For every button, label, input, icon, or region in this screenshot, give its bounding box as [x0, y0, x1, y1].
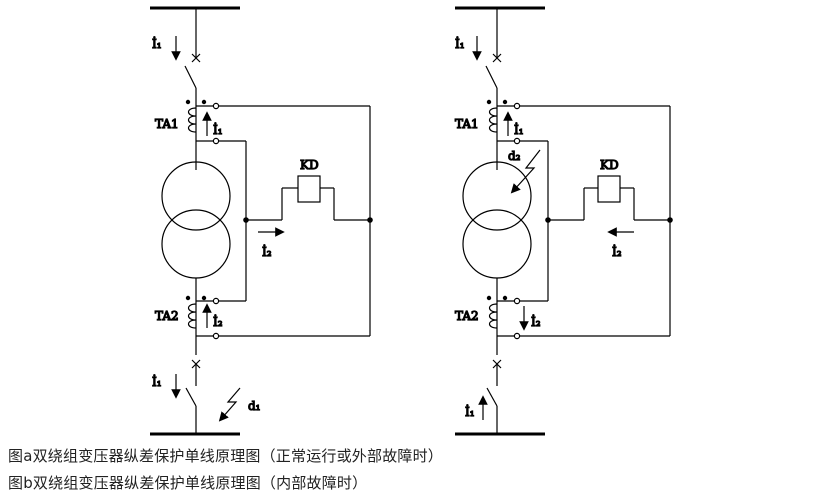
label-i1-top-a: İ₁ [152, 36, 162, 51]
differential-protection-diagram: İ₁ TA1 İ₁ KD İ₂ TA2 İ₂ İ₁ d₁ [150, 6, 673, 436]
label-i1-ta1-b: İ₁ [514, 122, 524, 137]
transformer-secondary-b [462, 209, 532, 279]
relay-kd-b [597, 175, 621, 203]
fault-d1-icon [218, 387, 241, 422]
label-i2-ta2-a: İ₂ [213, 314, 223, 329]
label-ta2-b: TA2 [455, 309, 479, 323]
caption-a: 图a双绕组变压器纵差保护单线原理图（正常运行或外部故障时） [8, 447, 443, 465]
label-i1-bottom-a: İ₁ [152, 374, 162, 389]
label-ta1-a: TA1 [155, 117, 179, 131]
switch-top [184, 65, 197, 89]
label-i2-b: İ₂ [612, 244, 622, 259]
caption-b: 图b双绕组变压器纵差保护单线原理图（内部故障时） [8, 474, 368, 492]
transformer-primary [161, 161, 231, 231]
label-d2: d₂ [508, 149, 521, 163]
fault-d2-icon [510, 149, 541, 194]
label-i1-top-b: İ₁ [455, 36, 465, 51]
label-kd-b: KD [600, 158, 619, 172]
switch-bottom [185, 387, 197, 407]
label-i2-ta2-b: İ₂ [531, 314, 541, 329]
label-i2-a: İ₂ [262, 244, 272, 259]
transformer-primary-b [462, 161, 532, 231]
label-i1-bottom-b: İ₁ [465, 404, 475, 419]
relay-kd [297, 175, 321, 203]
label-ta1-b: TA1 [455, 117, 479, 131]
diagram-a [150, 6, 373, 436]
label-d1: d₁ [248, 399, 261, 413]
label-ta2-a: TA2 [155, 309, 179, 323]
breaker-mark-top [191, 53, 201, 63]
ta1-coil [187, 107, 197, 133]
label-i1-ta1-a: İ₁ [213, 122, 223, 137]
ta2-coil [187, 303, 197, 329]
label-kd-a: KD [300, 158, 319, 172]
transformer-secondary [161, 209, 231, 279]
diagram-b [455, 6, 673, 436]
